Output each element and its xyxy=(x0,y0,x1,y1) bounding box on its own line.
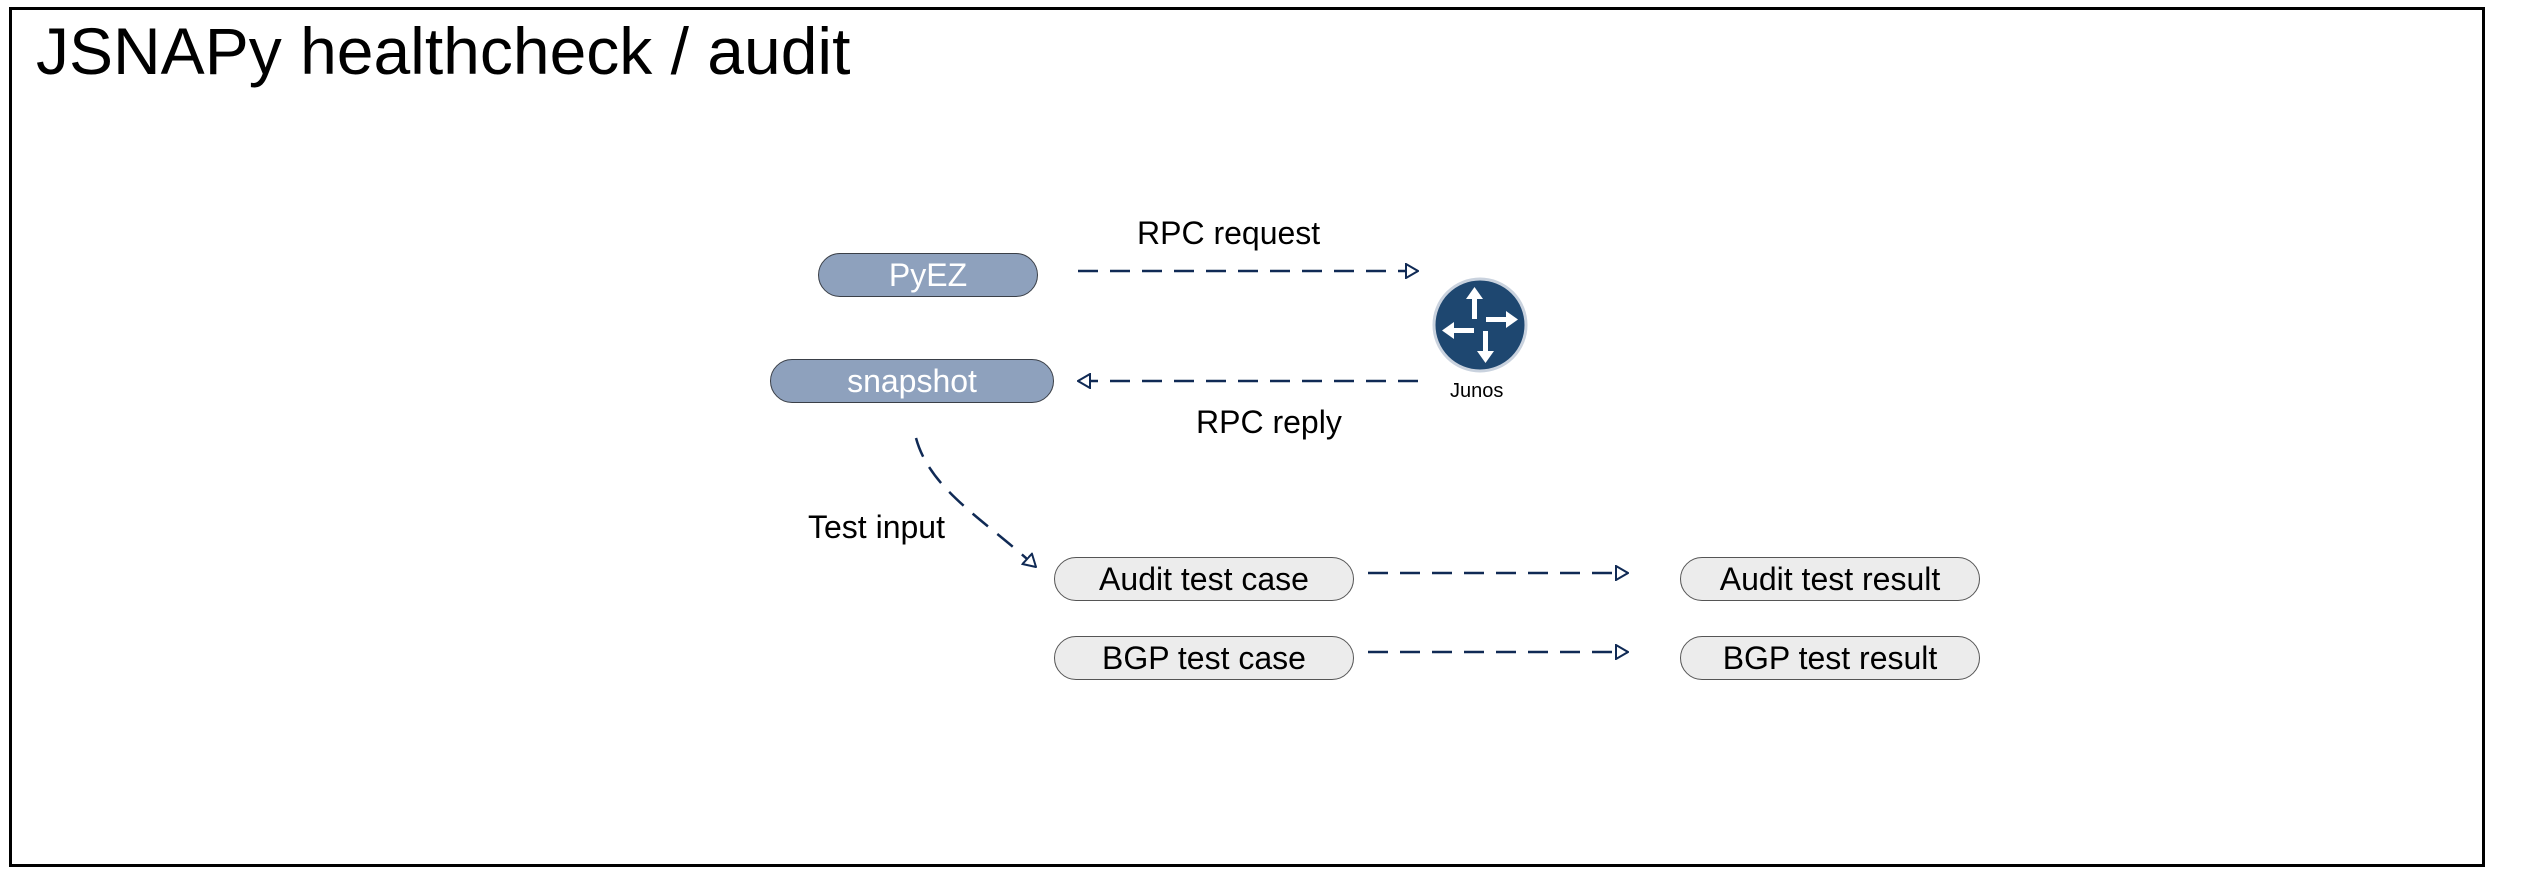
snapshot-node: snapshot xyxy=(770,359,1054,403)
rpc-reply-label: RPC reply xyxy=(1196,404,1342,440)
rpc-request-label: RPC request xyxy=(1137,215,1321,251)
audit-test-result-node: Audit test result xyxy=(1680,557,1980,601)
bgp-test-case-node: BGP test case xyxy=(1054,636,1354,680)
pyez-node: PyEZ xyxy=(818,253,1038,297)
test-input-arrow xyxy=(914,437,1036,567)
junos-label: Junos xyxy=(1450,380,1504,402)
juniper-router-icon xyxy=(1432,277,1528,373)
bgp-test-result-node: BGP test result xyxy=(1680,636,1980,680)
test-input-label: Test input xyxy=(808,509,945,545)
audit-test-case-node: Audit test case xyxy=(1054,557,1354,601)
diagram-title: JSNAPy healthcheck / audit xyxy=(36,14,851,88)
diagram-frame xyxy=(9,7,2485,867)
